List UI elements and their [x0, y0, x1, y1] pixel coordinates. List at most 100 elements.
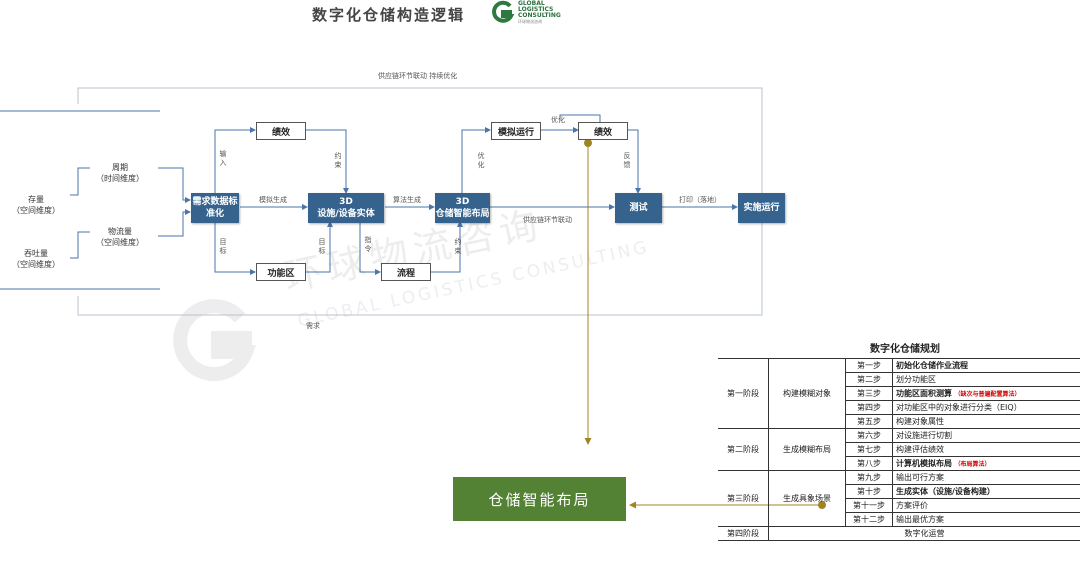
- step-num: 第十步: [845, 484, 893, 499]
- node-3d-layout: 3D 仓储智能布局: [435, 193, 490, 223]
- edge-label-optimize-2: 优化: [551, 116, 565, 124]
- step-note: （缺次与普遍配置算法）: [954, 391, 1021, 398]
- throughput-text: 吞吐量: [24, 249, 48, 258]
- node-test: 测试: [615, 193, 662, 223]
- flow-text: 物流量: [108, 227, 132, 236]
- task-cell: 数字化运营: [768, 526, 1080, 541]
- step-num: 第八步: [845, 456, 893, 471]
- cycle-label: 周期 （时间维度）: [96, 162, 144, 184]
- step-text: 构建评估绩效: [892, 442, 1080, 457]
- edge-label-optimize-1: 优化: [477, 152, 485, 169]
- step-note: （布局算法）: [954, 461, 991, 468]
- table-row: 第三阶段 生成具象场景 第九步 输出可行方案: [718, 470, 1080, 527]
- node-implementation: 实施运行: [738, 193, 785, 223]
- layout-line-1: 3D: [455, 197, 470, 207]
- edge-label-input: 输入: [219, 150, 227, 167]
- facility-line-2: 设施/设备实体: [317, 209, 375, 219]
- stock-label: 存量 （空间维度）: [12, 194, 60, 216]
- task-cell: 生成具象场景: [768, 470, 846, 527]
- step-text: 初始化仓储作业流程: [892, 358, 1080, 373]
- top-loop-label: 供应链环节联动 持续优化: [378, 72, 458, 80]
- step-num: 第十一步: [845, 498, 893, 513]
- edge-label-guide: 指令: [364, 236, 372, 253]
- bottom-loop-label: 需求: [306, 322, 320, 330]
- stage-cell: 第三阶段: [718, 470, 769, 527]
- step-num: 第六步: [845, 428, 893, 443]
- task-cell: 生成模糊布局: [768, 428, 846, 471]
- edge-label-print: 打印（落地）: [679, 196, 721, 204]
- step-text: 功能区面积测算: [896, 389, 952, 398]
- table-row: 第七步 构建评估绩效: [718, 442, 1080, 457]
- throughput-label: 吞吐量 （空间维度）: [12, 248, 60, 270]
- node-simulation: 模拟运行: [491, 122, 541, 140]
- watermark-g-icon: [173, 299, 257, 382]
- company-logo: GLOBAL LOGISTICS CONSULTING 环球物流咨询: [490, 0, 570, 24]
- step-num: 第一步: [845, 358, 893, 373]
- flow-label: 物流量 （空间维度）: [96, 226, 144, 248]
- connector-dot-top: [584, 139, 592, 147]
- step-text: 输出最优方案: [892, 512, 1080, 527]
- step-text: 计算机模拟布局: [896, 459, 952, 468]
- edge-label-target-1: 目标: [219, 238, 227, 255]
- step-text-cell: 功能区面积测算 （缺次与普遍配置算法）: [892, 386, 1080, 401]
- edge-label-chain-link: 供应链环节联动: [523, 216, 572, 224]
- table-row: 第二步 划分功能区: [718, 372, 1080, 387]
- logo-text: GLOBAL LOGISTICS CONSULTING: [518, 1, 561, 19]
- plan-table: 第一阶段 构建模糊对象 第一步 初始化仓储作业流程 第二步 划分功能区 第三步 …: [718, 358, 1080, 541]
- logo-line-2: LOGISTICS: [518, 6, 554, 13]
- edge-label-model-gen: 模拟生成: [259, 196, 287, 204]
- node-3d-facility: 3D 设施/设备实体: [308, 193, 384, 223]
- step-text-cell: 计算机模拟布局 （布局算法）: [892, 456, 1080, 471]
- step-num: 第五步: [845, 414, 893, 429]
- logo-subtitle: 环球物流咨询: [518, 19, 542, 24]
- table-row: 第十一步 方案评价: [718, 498, 1080, 513]
- table-row: 第八步 计算机模拟布局 （布局算法）: [718, 456, 1080, 471]
- stock-text: 存量: [28, 195, 44, 204]
- logo-line-3: CONSULTING: [518, 12, 561, 19]
- step-num: 第三步: [845, 386, 893, 401]
- page-title: 数字化仓储构造逻辑: [312, 6, 466, 24]
- node-demand: 需求数据标准化: [191, 193, 239, 223]
- step-text: 对功能区中的对象进行分类（EIQ）: [892, 400, 1080, 415]
- step-num: 第二步: [845, 372, 893, 387]
- table-row: 第十步 生成实体（设施/设备构建）: [718, 484, 1080, 499]
- task-cell: 构建模糊对象: [768, 358, 846, 429]
- stage-cell: 第一阶段: [718, 358, 769, 429]
- step-text: 构建对象属性: [892, 414, 1080, 429]
- result-box-smart-layout: 仓储智能布局: [453, 477, 626, 521]
- table-row: 第四阶段 数字化运营: [718, 526, 1080, 541]
- step-num: 第四步: [845, 400, 893, 415]
- logo-g-icon: [492, 0, 515, 23]
- flow-dim-text: （空间维度）: [96, 238, 144, 247]
- stage-cell: 第二阶段: [718, 428, 769, 471]
- logo-line-1: GLOBAL: [518, 0, 545, 7]
- step-text: 划分功能区: [892, 372, 1080, 387]
- facility-line-1: 3D: [339, 197, 353, 207]
- table-row: 第一阶段 构建模糊对象 第一步 初始化仓储作业流程: [718, 358, 1080, 429]
- node-performance-2: 绩效: [578, 122, 628, 140]
- layout-line-2: 仓储智能布局: [435, 209, 490, 219]
- table-row: 第二阶段 生成模糊布局 第六步 对设施进行切割: [718, 428, 1080, 471]
- cycle-text: 周期: [112, 163, 128, 172]
- cycle-dim-text: （时间维度）: [96, 174, 144, 183]
- step-num: 第十二步: [845, 512, 893, 527]
- throughput-dim-text: （空间维度）: [12, 260, 60, 269]
- stock-dim-text: （空间维度）: [12, 206, 60, 215]
- node-process: 流程: [381, 263, 431, 281]
- step-num: 第九步: [845, 470, 893, 485]
- step-num: 第七步: [845, 442, 893, 457]
- step-text: 输出可行方案: [892, 470, 1080, 485]
- plan-title: 数字化仓储规划: [870, 344, 940, 355]
- stage-cell: 第四阶段: [718, 526, 769, 541]
- edge-label-feedback: 反馈: [623, 152, 631, 169]
- step-text: 方案评价: [892, 498, 1080, 513]
- node-function-area: 功能区: [256, 263, 306, 281]
- edge-label-constraint-2: 约束: [454, 238, 462, 255]
- step-text: 生成实体（设施/设备构建）: [892, 484, 1080, 499]
- edge-label-constraint-1: 约束: [334, 152, 342, 169]
- step-text: 对设施进行切割: [892, 428, 1080, 443]
- edge-label-algo-gen: 算法生成: [393, 196, 421, 204]
- node-performance-1: 绩效: [256, 122, 306, 140]
- edge-label-target-2: 目标: [318, 238, 326, 255]
